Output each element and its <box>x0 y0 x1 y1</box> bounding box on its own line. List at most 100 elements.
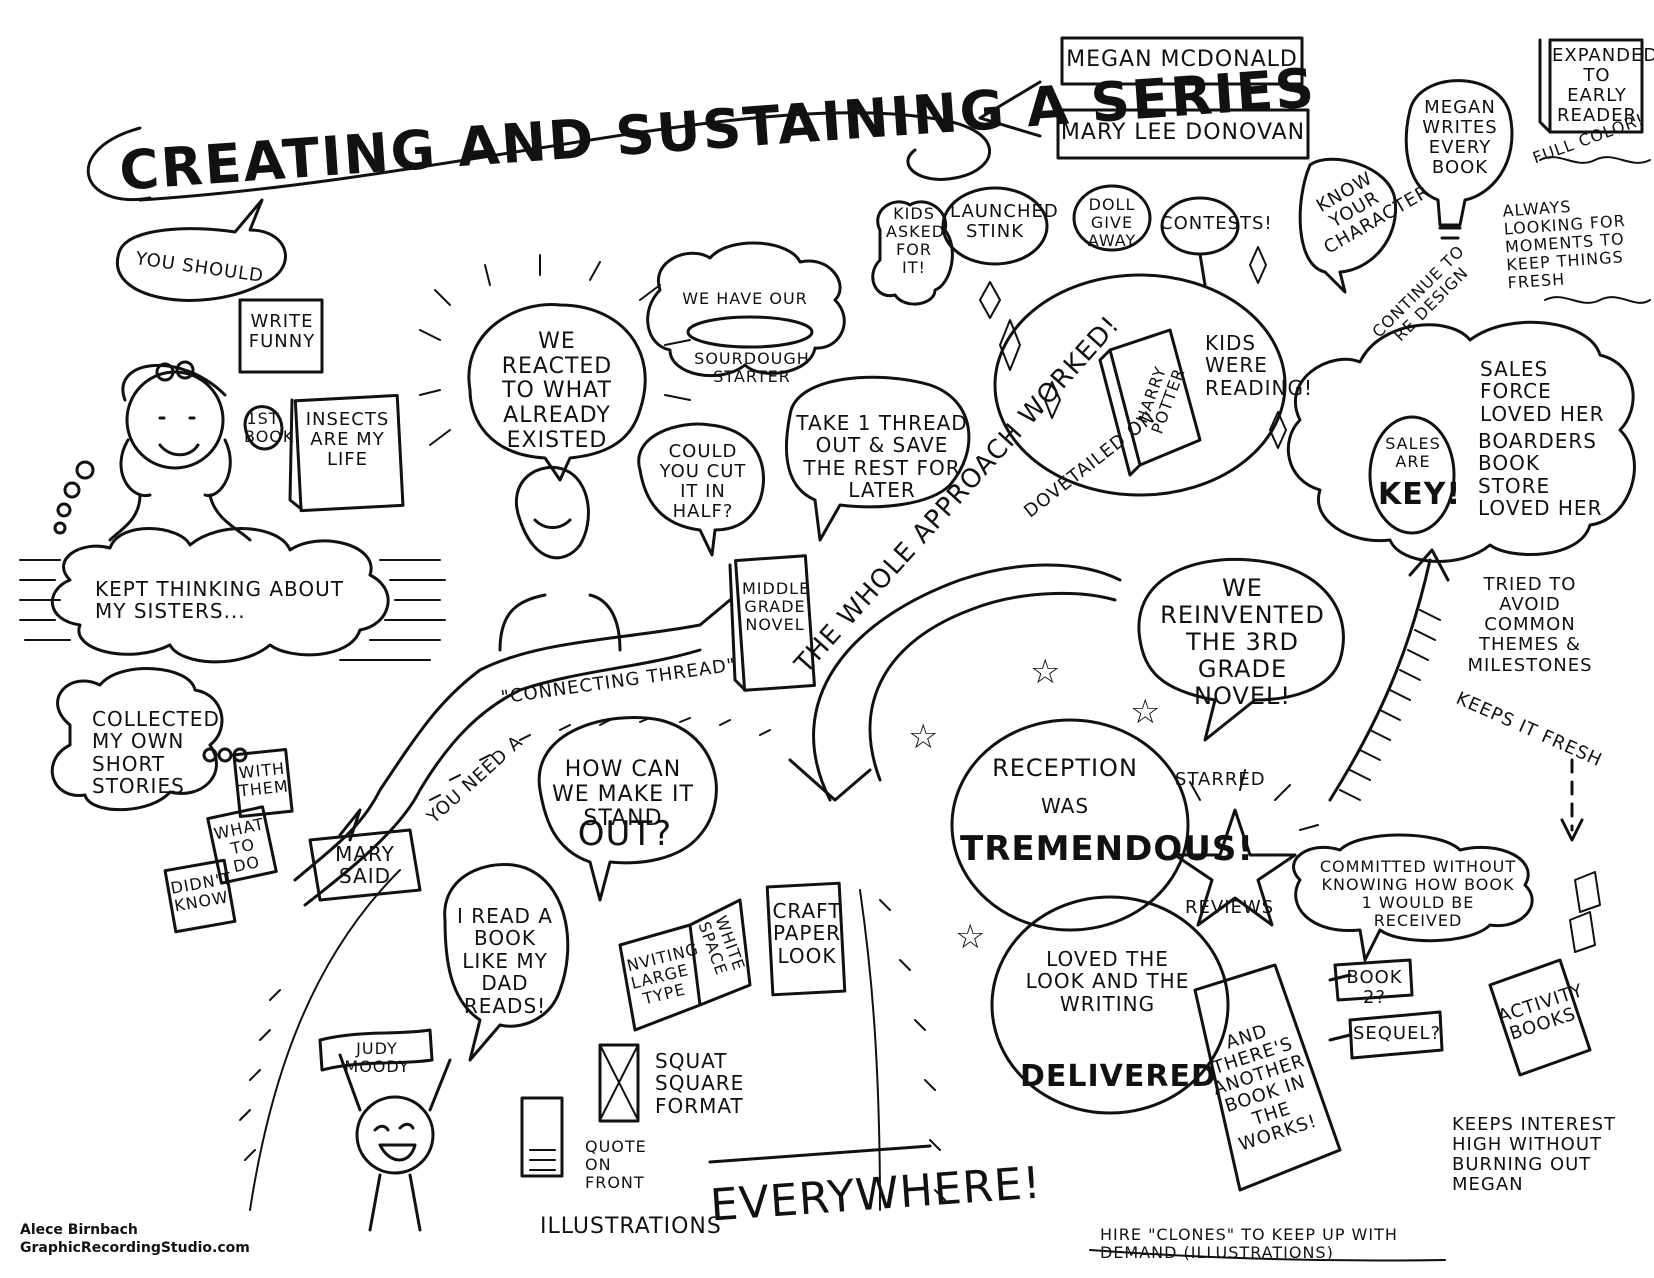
dovetail-circle <box>993 273 1287 497</box>
open-book <box>618 898 752 1032</box>
connecting-thread-ribbon <box>293 598 732 907</box>
book2-text: Book 2? <box>1346 967 1403 1009</box>
doll-ellipse <box>1072 184 1152 252</box>
speaker-box-1 <box>1060 36 1304 86</box>
whole-approach-arc <box>812 563 1122 802</box>
doll-text: Doll give away <box>1087 195 1137 250</box>
insects-book <box>293 393 405 513</box>
thought-dot <box>56 502 72 518</box>
hire-underline <box>1089 1249 1446 1262</box>
read-book-text: I read a book like my dad reads! <box>457 904 553 1018</box>
credit-name: Alece Birnbach <box>20 1222 138 1238</box>
first-book-oval <box>243 405 284 451</box>
what-to-do-note <box>206 805 278 885</box>
reception-circle <box>950 718 1190 932</box>
reviews-star <box>1173 808 1297 927</box>
clones-text: Hire "clones" to keep up with demand (il… <box>1100 1225 1398 1262</box>
everywhere-underline <box>708 1144 932 1164</box>
sourdough-loaf <box>686 315 814 349</box>
arrow-hatch <box>1339 609 1441 801</box>
star-doodle: ☆ <box>1030 652 1061 692</box>
star-doodle: ☆ <box>908 717 939 757</box>
reacted-bubble <box>467 302 647 482</box>
write-funny-box <box>238 298 324 374</box>
title-swoosh <box>86 111 991 202</box>
write-funny-text: Write funny <box>248 311 316 353</box>
middle-grade-text: Middle grade novel <box>742 579 811 634</box>
book2-box <box>1333 958 1414 1002</box>
insects-text: Insects are my life <box>305 409 390 471</box>
starred-text: Starred <box>1175 769 1266 790</box>
speaker-mary-lee: Mary Lee Donovan <box>1060 120 1306 145</box>
sales-key-ellipse <box>1368 415 1456 535</box>
sequel-text: Sequel? <box>1352 1023 1442 1044</box>
cut-text: Could you cut it in half? <box>659 441 747 523</box>
burst-lines <box>1189 769 1319 831</box>
squiggle <box>1544 296 1651 304</box>
another-book-paper <box>1193 963 1342 1192</box>
launched-ellipse <box>941 186 1049 266</box>
squat-format-icon <box>598 1043 640 1123</box>
credit-site: GraphicRecordingStudio.com <box>20 1240 250 1256</box>
reacted-text: We reacted to what already existed <box>501 329 613 453</box>
squiggle <box>1539 156 1651 164</box>
quote-icon <box>520 1096 564 1178</box>
sales-cloud <box>1286 320 1636 563</box>
sales-force-text: Sales force loved her <box>1480 357 1605 426</box>
kids-asked-text: Kids asked for it! <box>886 204 946 277</box>
keeps-interest-text: Keeps interest high without burning out … <box>1452 1114 1616 1196</box>
arrow-head <box>788 758 872 802</box>
harry-potter-book <box>1098 328 1202 477</box>
mary-said-text: Mary said <box>335 842 395 889</box>
out-text: Out? <box>577 814 673 854</box>
craft-text: Craft paper look <box>772 899 842 968</box>
star-doodle: ☆ <box>1130 692 1161 732</box>
thread-bubble <box>784 375 971 542</box>
sisters-cloud <box>51 527 390 664</box>
squat-text: Squat square format <box>655 1049 745 1118</box>
thought-dot <box>63 481 81 499</box>
fresh-text: Always looking for moments to keep thing… <box>1501 196 1627 293</box>
key-arrow <box>1328 548 1450 802</box>
craft-paper-box <box>765 881 847 997</box>
tremendous-text: Tremendous! <box>960 829 1254 869</box>
thread-text: Take 1 thread out & save the rest for la… <box>796 411 968 503</box>
activity-box <box>1488 958 1592 1077</box>
reinvented-bubble <box>1137 557 1345 742</box>
stand-out-bubble <box>537 716 718 902</box>
committed-cloud <box>1292 833 1534 962</box>
quote-text: Quote on front <box>585 1137 647 1192</box>
speaker-box-2 <box>1056 108 1310 160</box>
reviews-text: Reviews <box>1185 897 1275 918</box>
launched-text: Launched Stink <box>950 201 1059 243</box>
judy-moody-banner <box>318 1028 434 1072</box>
kids-asked-cloud <box>871 200 954 306</box>
borders-text: Boarders book store loved her <box>1478 429 1603 521</box>
contests-text: Contests! <box>1160 213 1273 234</box>
avoid-text: Tried to avoid common themes & milestone… <box>1467 574 1593 676</box>
sales-key-text: Key! <box>1378 477 1462 512</box>
with-them-text: With them <box>237 758 290 801</box>
was-text: was <box>1040 794 1090 818</box>
burst-lines <box>419 254 691 446</box>
kid-figure <box>338 1053 452 1232</box>
short-stories-text: Collected my own short stories <box>92 707 220 799</box>
small-pages <box>1569 871 1601 953</box>
sales-are-text: Sales are <box>1385 434 1441 471</box>
didnt-know-note <box>163 858 237 934</box>
committed-text: Committed without knowing how Book 1 wou… <box>1319 857 1517 930</box>
woman-figure <box>108 360 252 542</box>
cut-bubble <box>637 422 765 557</box>
reinvented-text: We reinvented the 3rd grade novel! <box>1160 574 1325 710</box>
short-stories-cloud <box>50 667 224 812</box>
middle-grade-book <box>734 554 816 692</box>
illustrations-text: Illustrations <box>540 1214 722 1239</box>
loved-look-circle <box>990 895 1230 1115</box>
kids-reading-text: Kids were reading! <box>1205 331 1313 400</box>
with-them-note <box>232 747 294 819</box>
thought-dot <box>75 460 95 480</box>
megan-writes-text: Megan writes every book <box>1422 97 1498 179</box>
know-character-bubble <box>1298 157 1398 294</box>
